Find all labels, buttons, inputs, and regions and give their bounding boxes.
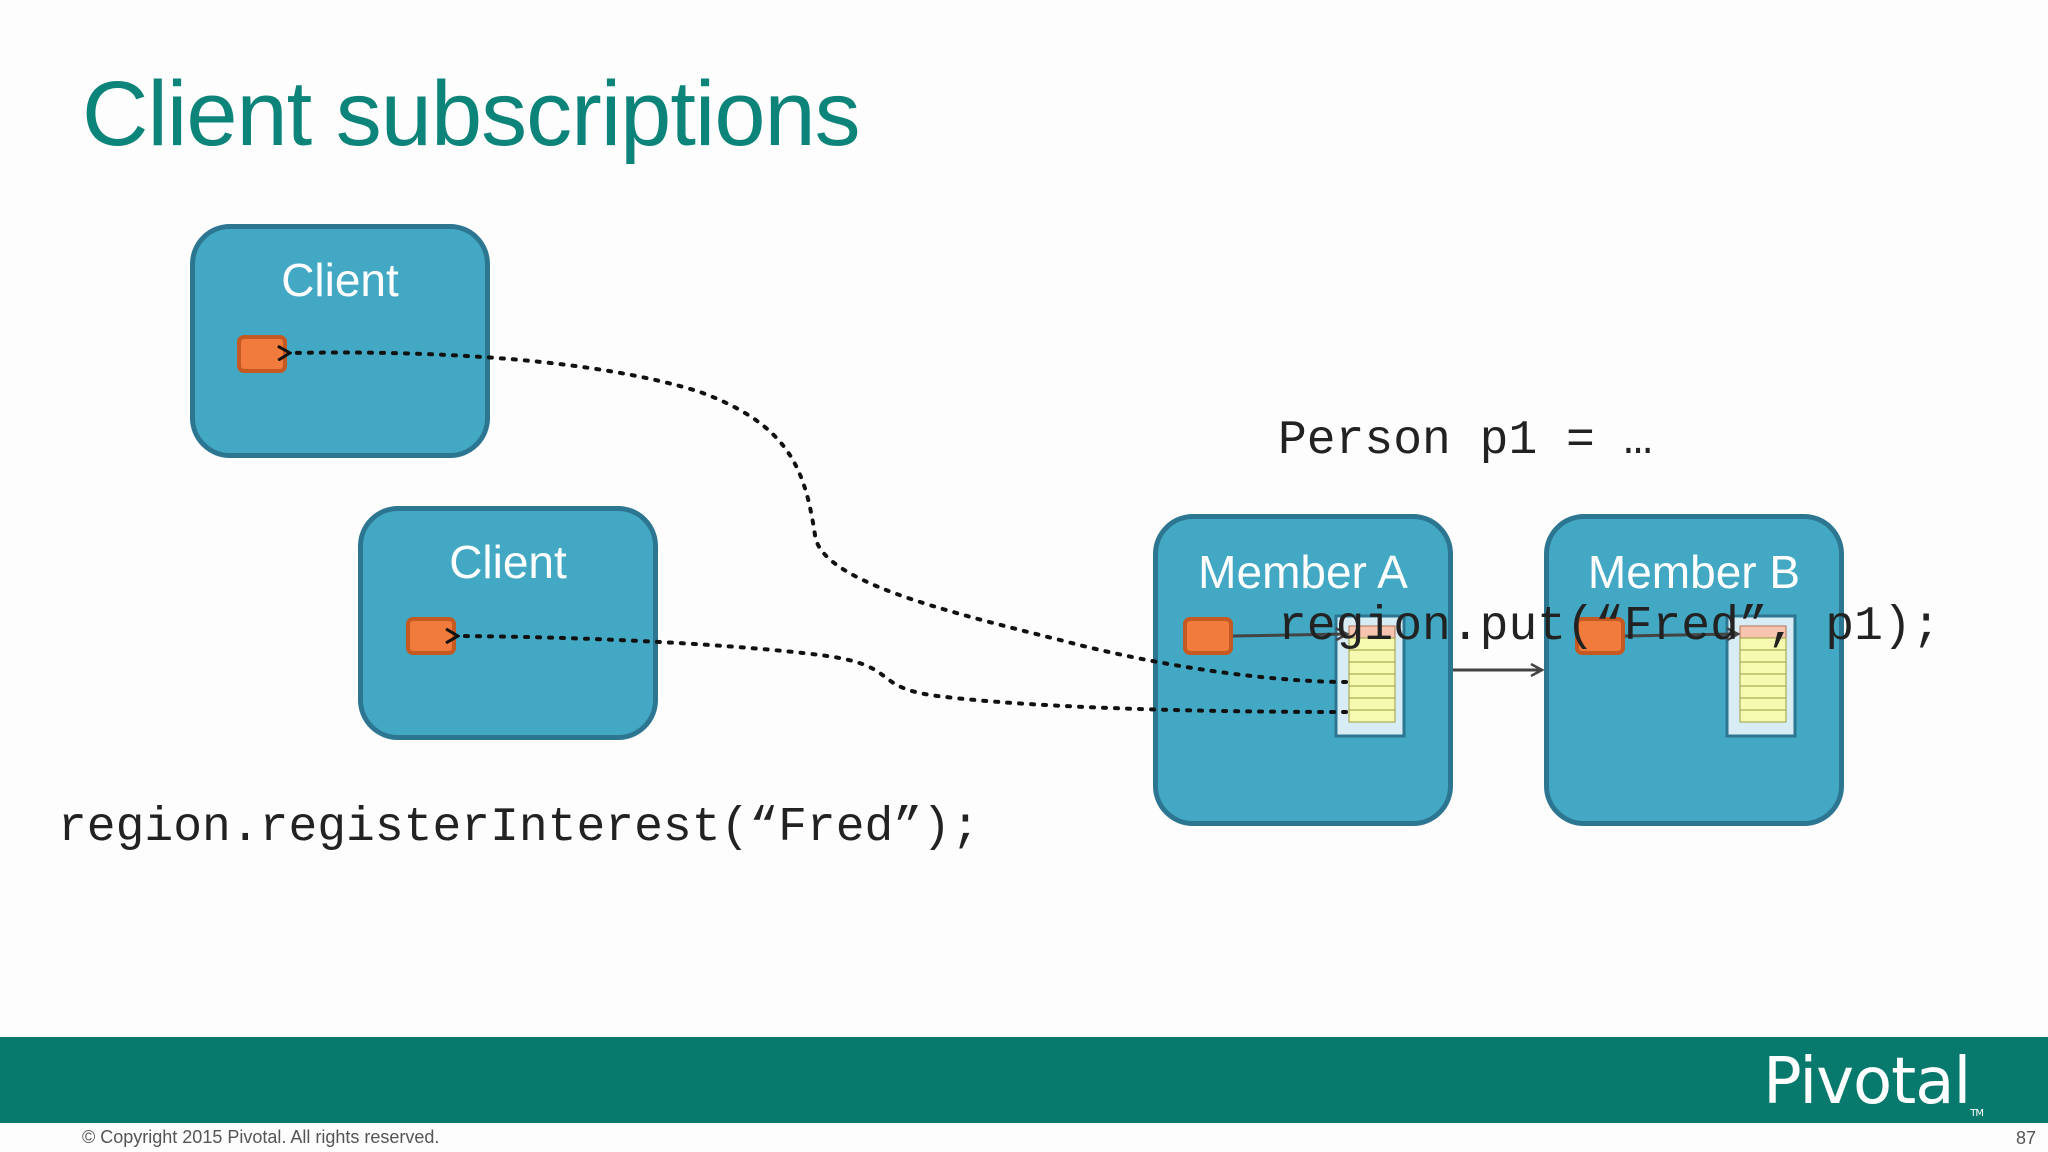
client-box-top-label: Client (281, 254, 399, 306)
footer-bar (0, 1037, 2048, 1123)
client-box-bottom-label: Client (449, 536, 567, 588)
member-a-entry (1183, 617, 1233, 655)
code-put-line-1: Person p1 = … (1278, 414, 1653, 468)
code-put: Person p1 = … region.put(“Fred”, p1); (1278, 286, 1941, 782)
member-a-entry-arrow (1232, 634, 1346, 636)
copyright-text: © Copyright 2015 Pivotal. All rights res… (82, 1127, 440, 1147)
client-box-bottom: Client (358, 506, 658, 740)
code-put-line-2: region.put(“Fred”, p1); (1278, 600, 1941, 654)
pivotal-logo-tm: TM (1970, 1108, 1984, 1119)
pivotal-logo-text: Pivotal (1763, 1045, 1971, 1119)
slide-title: Client subscriptions (82, 63, 861, 165)
page-number: 87 (2015, 1128, 2036, 1148)
subscription-line-bottom (458, 636, 1348, 714)
pivotal-logo: PivotalTM (1763, 1045, 1984, 1119)
client-bottom-entry (406, 617, 456, 655)
member-b-entry-arrow (1624, 634, 1737, 636)
client-top-entry (237, 335, 287, 373)
member-b-region-table (1725, 614, 1797, 738)
member-b-entry (1575, 617, 1625, 655)
code-register-interest: region.registerInterest(“Fred”); (58, 801, 980, 855)
member-a-label: Member A (1198, 546, 1408, 598)
subscription-line-top (290, 352, 1348, 684)
member-b-label: Member B (1587, 546, 1801, 598)
